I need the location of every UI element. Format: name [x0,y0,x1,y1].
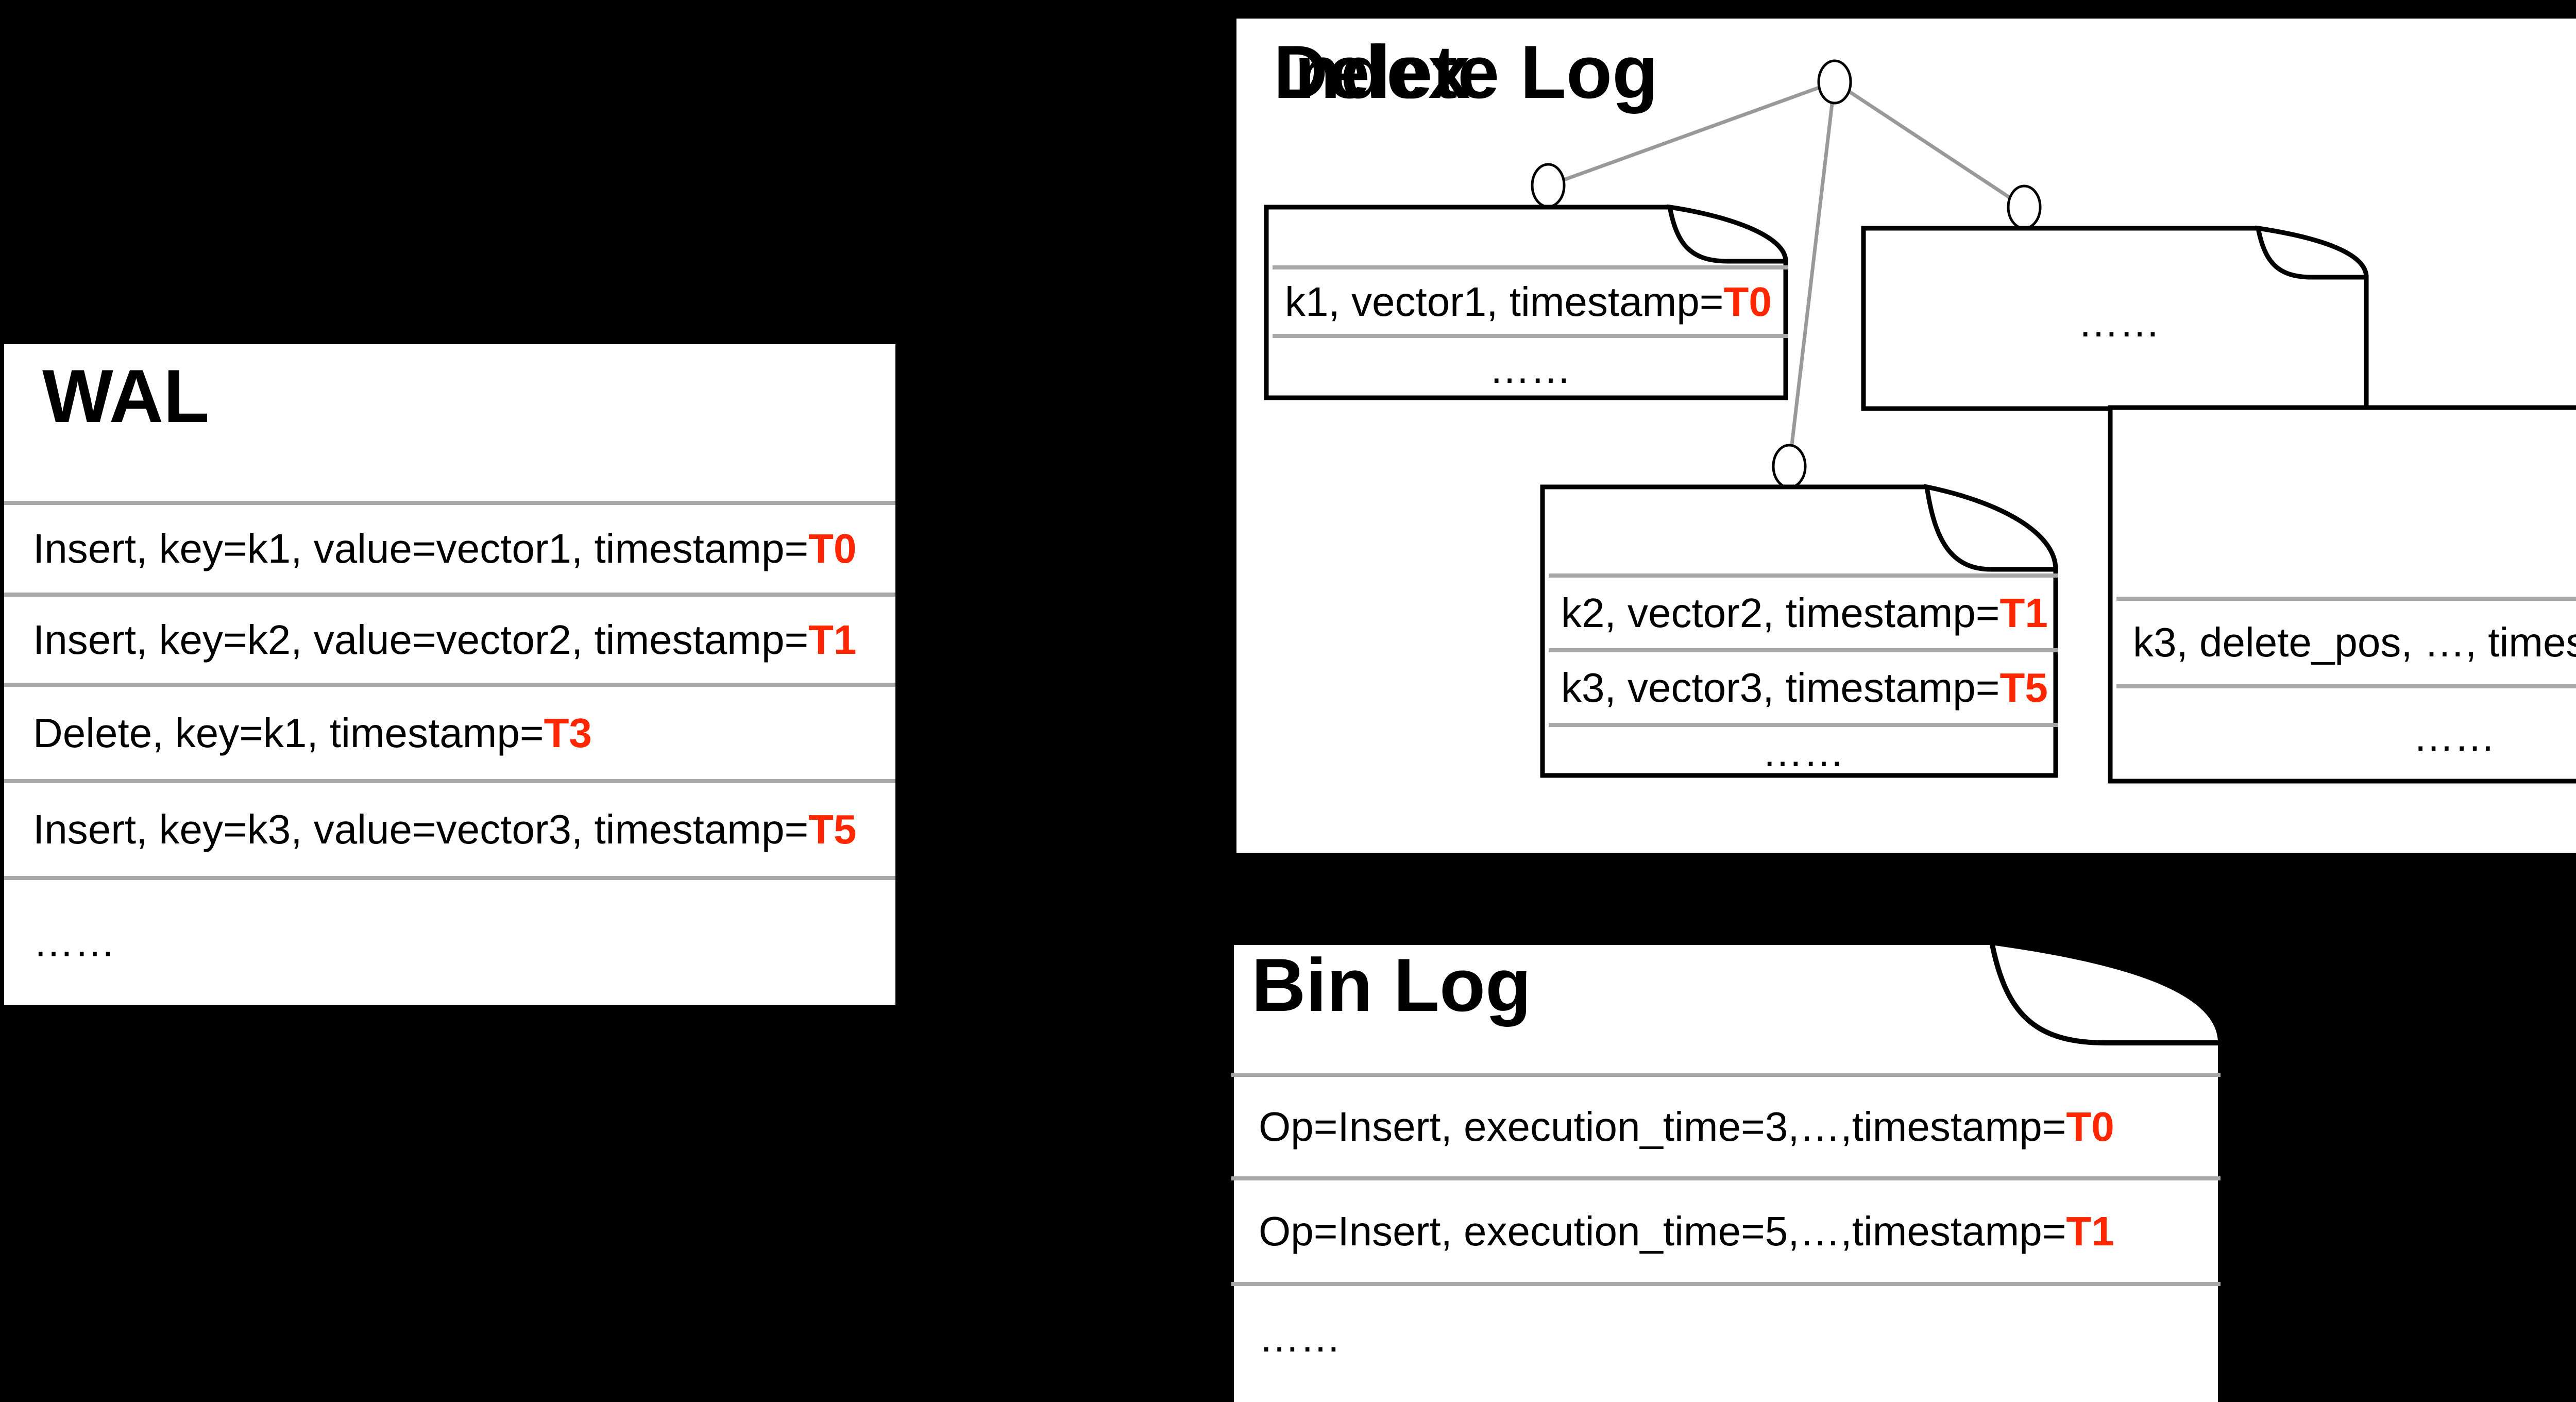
row-text: …… [1489,346,1571,392]
row-text: Insert, key=k3, value=vector3, timestamp… [33,806,809,852]
row-text: Insert, key=k2, value=vector2, timestamp… [33,616,809,663]
wal-ellipsis-row: …… [4,876,895,1005]
edge-root-middle [1787,81,1837,467]
bin-log-box: Bin Log Op=Insert, execution_time=3,…,ti… [1229,940,2223,1402]
row-text: …… [33,919,115,965]
row-separator [1231,1073,2221,1077]
page-fold [1988,940,2223,1045]
index-ellipsis-row: …… [1868,232,2370,413]
edge-root-left [1547,80,1836,188]
edge-root-right [1834,80,2025,209]
row-timestamp: T0 [2066,1103,2114,1150]
bin-log-title: Bin Log [1251,943,1532,1027]
segment-doc-more-shape [1861,225,2369,411]
row-timestamp: T5 [808,806,857,852]
tree-left-node-circle [1531,163,1566,208]
row-text: k1, vector1, timestamp= [1285,278,1724,325]
wal-log-row: Insert, key=k1, value=vector1, timestamp… [4,501,895,593]
row-text: Op=Insert, execution_time=5,…,timestamp= [1259,1208,2066,1254]
delete-log-entry-row: k3, delete_pos, …, timestamp=T3 [2133,601,2576,684]
row-text: k3, delete_pos, …, timestamp= [2133,619,2576,665]
tree-edges [1547,80,2025,467]
page-fold [1924,484,2058,572]
delete-log-ellipsis-row: …… [2114,688,2576,785]
wal-title: WAL [42,354,210,438]
page-fold [1667,204,1788,264]
index-ellipsis-row: …… [1270,338,1790,400]
row-timestamp: T0 [1723,278,1772,325]
wal-box: WAL Insert, key=k1, value=vector1, times… [4,344,895,1005]
row-text: k2, vector2, timestamp= [1561,589,2000,636]
row-separator [1549,723,2058,727]
row-separator [1273,334,1788,338]
page-fold [2255,225,2369,280]
row-timestamp: T5 [1999,664,2048,711]
wal-log-row: Insert, key=k2, value=vector2, timestamp… [4,593,895,683]
index-entry-row: k3, vector3, timestamp=T5 [1561,652,2048,723]
row-separator [1549,648,2058,652]
row-text: …… [2413,714,2496,759]
index-title: Index [1274,30,1470,114]
row-timestamp: T1 [1999,589,2048,636]
row-text: k3, vector3, timestamp= [1561,664,2000,711]
index-tree-graphic [1264,59,2576,784]
tree-nodes [1531,59,2042,489]
row-separator [1273,265,1788,269]
bin-log-ellipsis-row: …… [1259,1286,1341,1389]
index-entry-row: k2, vector2, timestamp=T1 [1561,578,2048,648]
segment-doc-k1-shape [1264,204,1788,400]
index-ellipsis-row: …… [1547,727,2060,778]
row-separator [2116,597,2576,601]
row-timestamp: T1 [2066,1208,2114,1254]
delete-log-title: Delete Log [1274,30,1658,114]
tree-root-node-circle [1817,59,1852,105]
row-separator [1549,573,2058,578]
tree-middle-node-circle [1772,444,1807,489]
row-timestamp: T1 [808,616,857,663]
index-entry-row: k1, vector1, timestamp=T0 [1285,269,1772,334]
row-text: …… [2078,299,2160,345]
segment-doc-k2-shape [1540,484,2058,778]
index-panel: Index k1, vector1, timestamp=T0 …… k2, v… [1232,14,2576,857]
wal-log-row: Insert, key=k3, value=vector3, timestamp… [4,779,895,876]
bin-log-page [1229,940,2223,1402]
row-text: …… [1259,1314,1341,1360]
row-timestamp: T0 [808,526,857,571]
row-text: Delete, key=k1, timestamp= [33,710,544,756]
row-timestamp: T3 [544,710,592,756]
tree-right-node-circle [2007,184,2042,230]
row-text: …… [1762,729,1844,775]
row-separator [2116,684,2576,688]
bin-log-entry-row: Op=Insert, execution_time=5,…,timestamp=… [1259,1180,2114,1282]
row-separator [1231,1282,2221,1286]
bin-log-entry-row: Op=Insert, execution_time=3,…,timestamp=… [1259,1077,2114,1176]
row-separator [1231,1176,2221,1180]
row-text: Op=Insert, execution_time=3,…,timestamp= [1259,1103,2066,1150]
wal-log-row: Delete, key=k1, timestamp=T3 [4,683,895,779]
row-text: Insert, key=k1, value=vector1, timestamp… [33,526,809,571]
bin-log-doc-shape [1229,940,2223,1402]
